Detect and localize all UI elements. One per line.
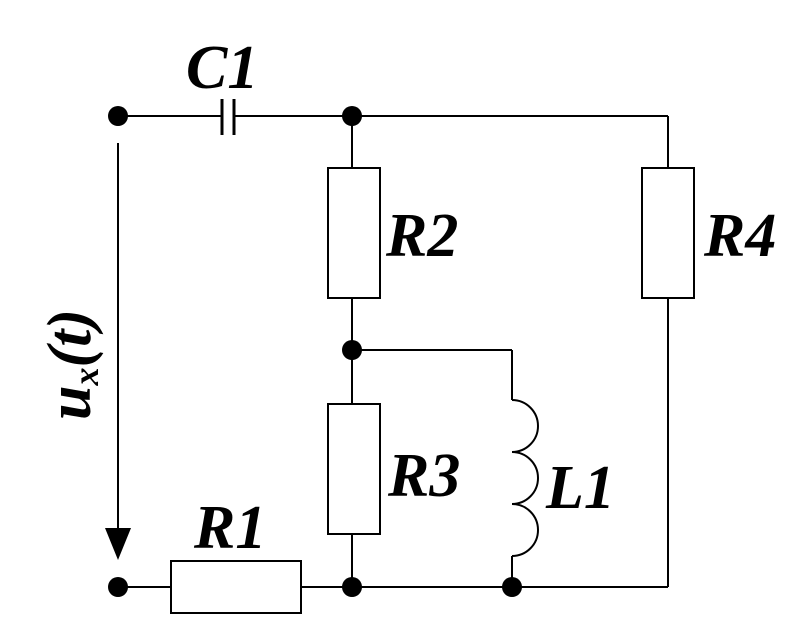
input-terminal-bottom — [108, 577, 128, 597]
resistor-r2 — [327, 167, 381, 299]
label-l1: L1 — [545, 454, 615, 522]
voltage-symbol: u — [36, 386, 104, 420]
node-top-middle — [342, 106, 362, 126]
resistor-r1 — [170, 560, 302, 614]
voltage-argument: (t) — [36, 309, 104, 368]
node-bottom-inductor — [502, 577, 522, 597]
resistor-r3 — [327, 403, 381, 535]
resistor-r4 — [641, 167, 695, 299]
label-r1: R1 — [193, 494, 266, 562]
label-c1: C1 — [186, 34, 258, 102]
node-middle — [342, 340, 362, 360]
input-terminal-top — [108, 106, 128, 126]
label-r2: R2 — [385, 202, 458, 270]
capacitor-c1 — [220, 99, 236, 135]
label-voltage: ux(t) — [36, 309, 106, 420]
inductor-l1 — [511, 399, 539, 557]
label-r4: R4 — [703, 202, 776, 270]
voltage-subscript: x — [66, 368, 106, 387]
label-r3: R3 — [387, 442, 460, 510]
voltage-arrow — [105, 143, 131, 560]
node-bottom-middle — [342, 577, 362, 597]
